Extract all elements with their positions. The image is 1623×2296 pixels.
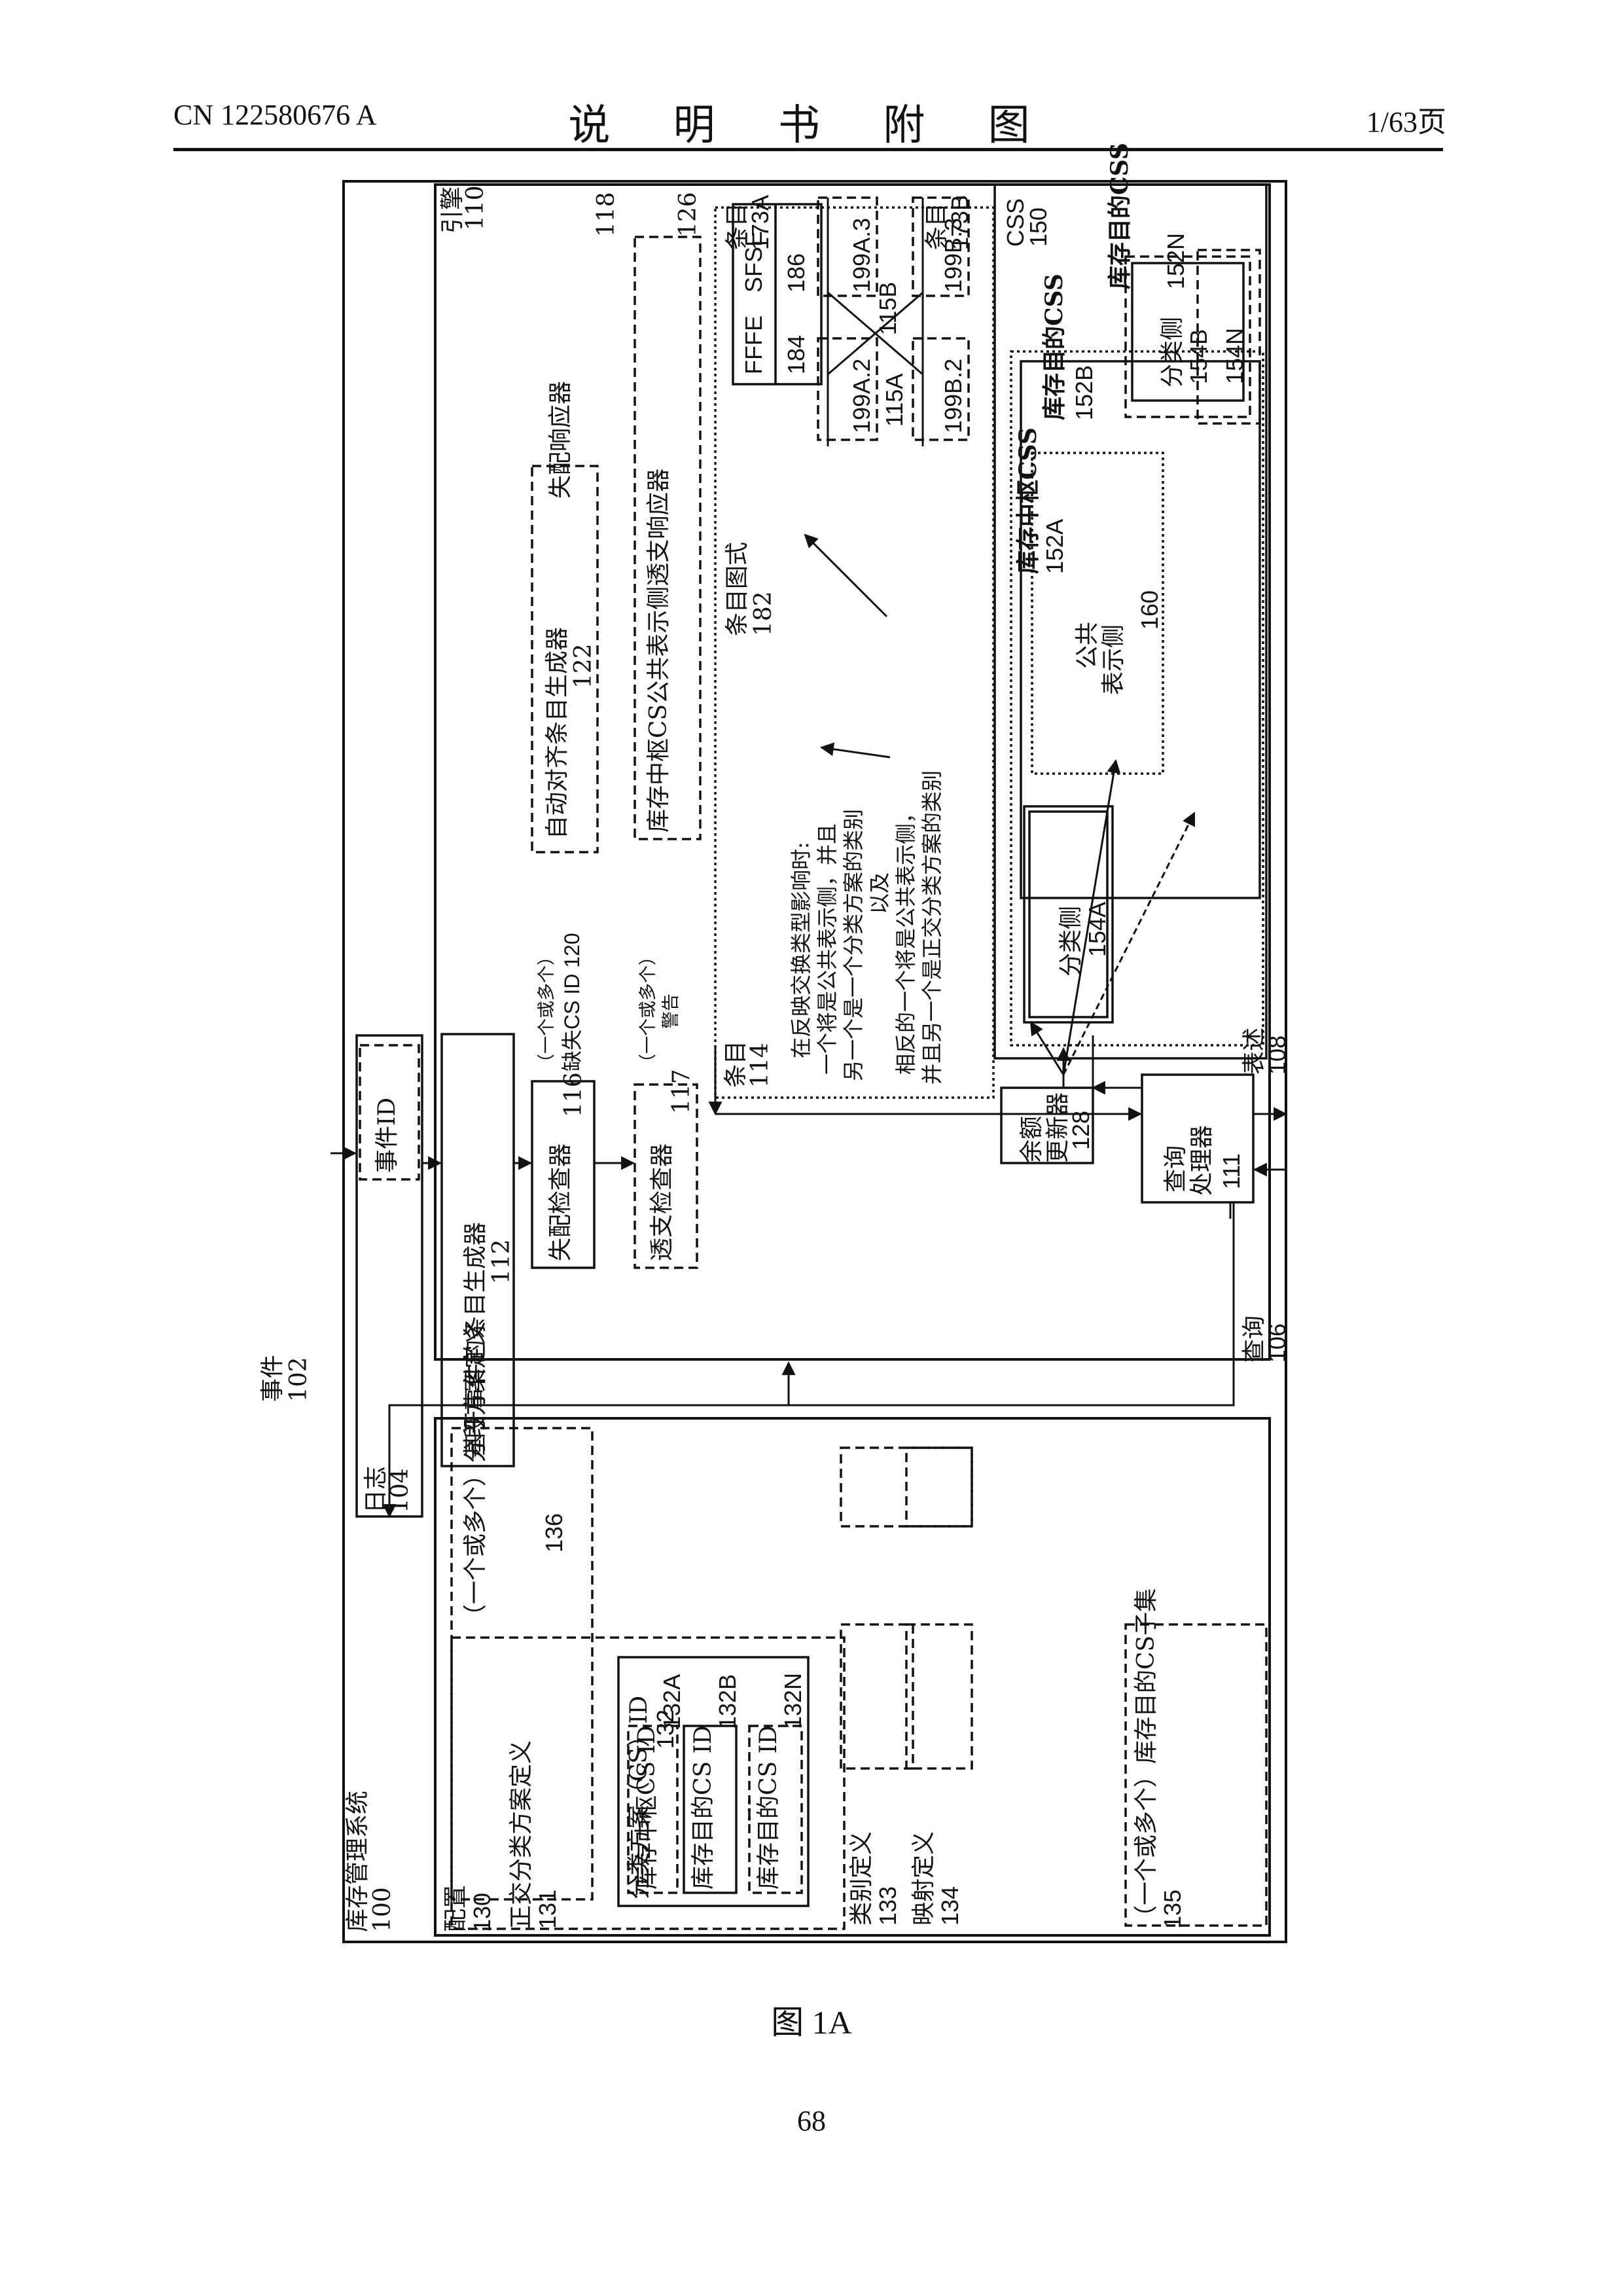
item-css-label: 库存目的CSS — [1041, 274, 1069, 420]
ref-199b2: 199B.2 — [939, 359, 967, 433]
missing-cs-id: 缺失CS ID 120 — [560, 933, 584, 1071]
mismatch-responder-label: 失配响应器 — [546, 381, 575, 499]
response-line-5: 相反的一个将是公共表示侧， — [893, 802, 918, 1075]
segment-def-label: （一个或多个）分段方案定义 — [461, 1321, 490, 1628]
common-side-ref: 160 — [1135, 590, 1164, 630]
log-ref: 104 — [386, 1468, 414, 1513]
entry-a-ref: 173A — [746, 195, 774, 250]
hub-css-ref: 152A — [1041, 519, 1069, 574]
expression-ref: 108 — [1263, 1035, 1291, 1075]
class-def-label: 类别定义 — [847, 1831, 876, 1926]
warning-label: 警告 — [661, 994, 682, 1029]
figure-caption: 图 1A — [0, 1996, 1623, 2043]
query-processor-label-1: 查询 — [1162, 1145, 1190, 1193]
hub-cs-id-label: 库存中枢CS ID — [633, 1725, 661, 1890]
event-id-label: 事件ID — [373, 1098, 401, 1173]
ref-199a2: 199A.2 — [847, 359, 876, 433]
ref-199a3: 199A.3 — [847, 218, 876, 293]
common-side-label-2: 表示侧 — [1099, 624, 1128, 695]
hub-css-label: 库存中枢CSS — [1014, 427, 1043, 574]
response-line-4: 以及 — [867, 872, 892, 914]
overdraft-checker-label: 透支检查器 — [648, 1143, 676, 1261]
sfse-ref: 186 — [782, 253, 810, 293]
fffe-label: FFFE — [740, 315, 768, 374]
item-css-n-label: 库存目的CSS — [1106, 143, 1134, 289]
page-number: 68 — [0, 2104, 1623, 2138]
one-or-more-2: （一个或多个） — [638, 948, 659, 1071]
system-ref: 100 — [368, 1887, 397, 1932]
ref-115a: 115A — [880, 374, 908, 427]
ellipsis: ⋮ — [736, 1795, 762, 1825]
entry-schema-ref: 182 — [749, 591, 777, 636]
auto-align-ref: 122 — [569, 643, 597, 689]
ortho-def-ref: 131 — [533, 1890, 562, 1929]
class-side-a-ref: 154A — [1083, 902, 1111, 957]
cs-subset-label: （一个或多个）库存目的CS子集 — [1132, 1588, 1160, 1929]
engine-ref: 110 — [461, 185, 490, 230]
config-ref: 130 — [468, 1893, 496, 1932]
common-side-label-1: 公共 — [1073, 622, 1101, 669]
item-cs-id-n-ref: 132N — [779, 1673, 807, 1729]
map-def-label: 映射定义 — [910, 1831, 938, 1926]
ref-154n: 154N — [1221, 328, 1249, 384]
one-or-more-1: （一个或多个） — [537, 948, 558, 1071]
mismatch-checker-label: 失配检查器 — [546, 1143, 575, 1261]
item-css-n-ref: 152N — [1162, 233, 1190, 289]
segment-def-ref: 136 — [540, 1513, 568, 1552]
event-label: 事件 — [259, 1355, 287, 1402]
fffe-ref: 184 — [782, 335, 810, 374]
balance-updater-label-1: 余额 — [1018, 1116, 1046, 1163]
entry-schema-label: 条目图式 — [723, 542, 751, 636]
class-side-a-label: 分类侧 — [1057, 906, 1085, 977]
query-ref: 106 — [1263, 1323, 1291, 1363]
auto-align-label: 自动对齐条目生成器 — [543, 627, 571, 839]
mismatch-responder-ref: 118 — [592, 192, 620, 237]
item-cs-id-ref: 132B — [713, 1674, 741, 1729]
class-side-b-label: 分类侧 — [1158, 317, 1186, 387]
class-side-b-ref: 154B — [1185, 329, 1213, 384]
response-line-2: 一个将是公共表示侧，并且 — [815, 823, 840, 1075]
overdraft-checker-ref: 117 — [668, 1069, 696, 1114]
overdraft-responder-ref: 126 — [674, 192, 702, 237]
balance-updater-ref: 128 — [1067, 1111, 1095, 1150]
item-css-ref: 152B — [1070, 365, 1098, 420]
response-line-6: 并且另一个是正交分类方案的类别 — [919, 770, 944, 1085]
overdraft-responder-label: 库存中枢CS公共表示侧透支响应器 — [645, 469, 673, 833]
item-cs-id-label: 库存目的CS ID — [689, 1725, 717, 1890]
page-count: 1/63页 — [1366, 98, 1446, 140]
header-rule — [173, 148, 1443, 151]
class-def-ref: 133 — [874, 1886, 902, 1926]
map-def-ref: 134 — [936, 1886, 964, 1926]
entry-gen-ref: 112 — [488, 1239, 516, 1284]
ref-115b: 115B — [874, 282, 902, 335]
response-line-3: 另一个是一个分类方案的类别 — [841, 809, 866, 1081]
css-ref: 150 — [1024, 207, 1052, 247]
query-processor-label-2: 处理器 — [1188, 1125, 1216, 1196]
hub-cs-id-ref: 132A — [658, 1674, 686, 1729]
mismatch-checker-ref: 116 — [560, 1072, 588, 1117]
response-line-1: 在反映交换类型影响时: — [789, 842, 813, 1058]
event-ref: 102 — [285, 1357, 313, 1402]
ref-199b3: 199B.3 — [939, 218, 967, 293]
cs-subset-ref: 135 — [1158, 1890, 1186, 1929]
entry-ref: 114 — [746, 1043, 774, 1088]
system-label: 库存管理系统 — [344, 1791, 372, 1932]
ortho-def-label: 正交分类方案定义 — [507, 1740, 535, 1929]
patent-figure: 库存管理系统 100 事件 102 日志 104 事件ID 引擎 110 基于事… — [330, 171, 1299, 1952]
config-label: 配置 — [442, 1885, 470, 1932]
query-processor-ref: 111 — [1217, 1153, 1245, 1189]
